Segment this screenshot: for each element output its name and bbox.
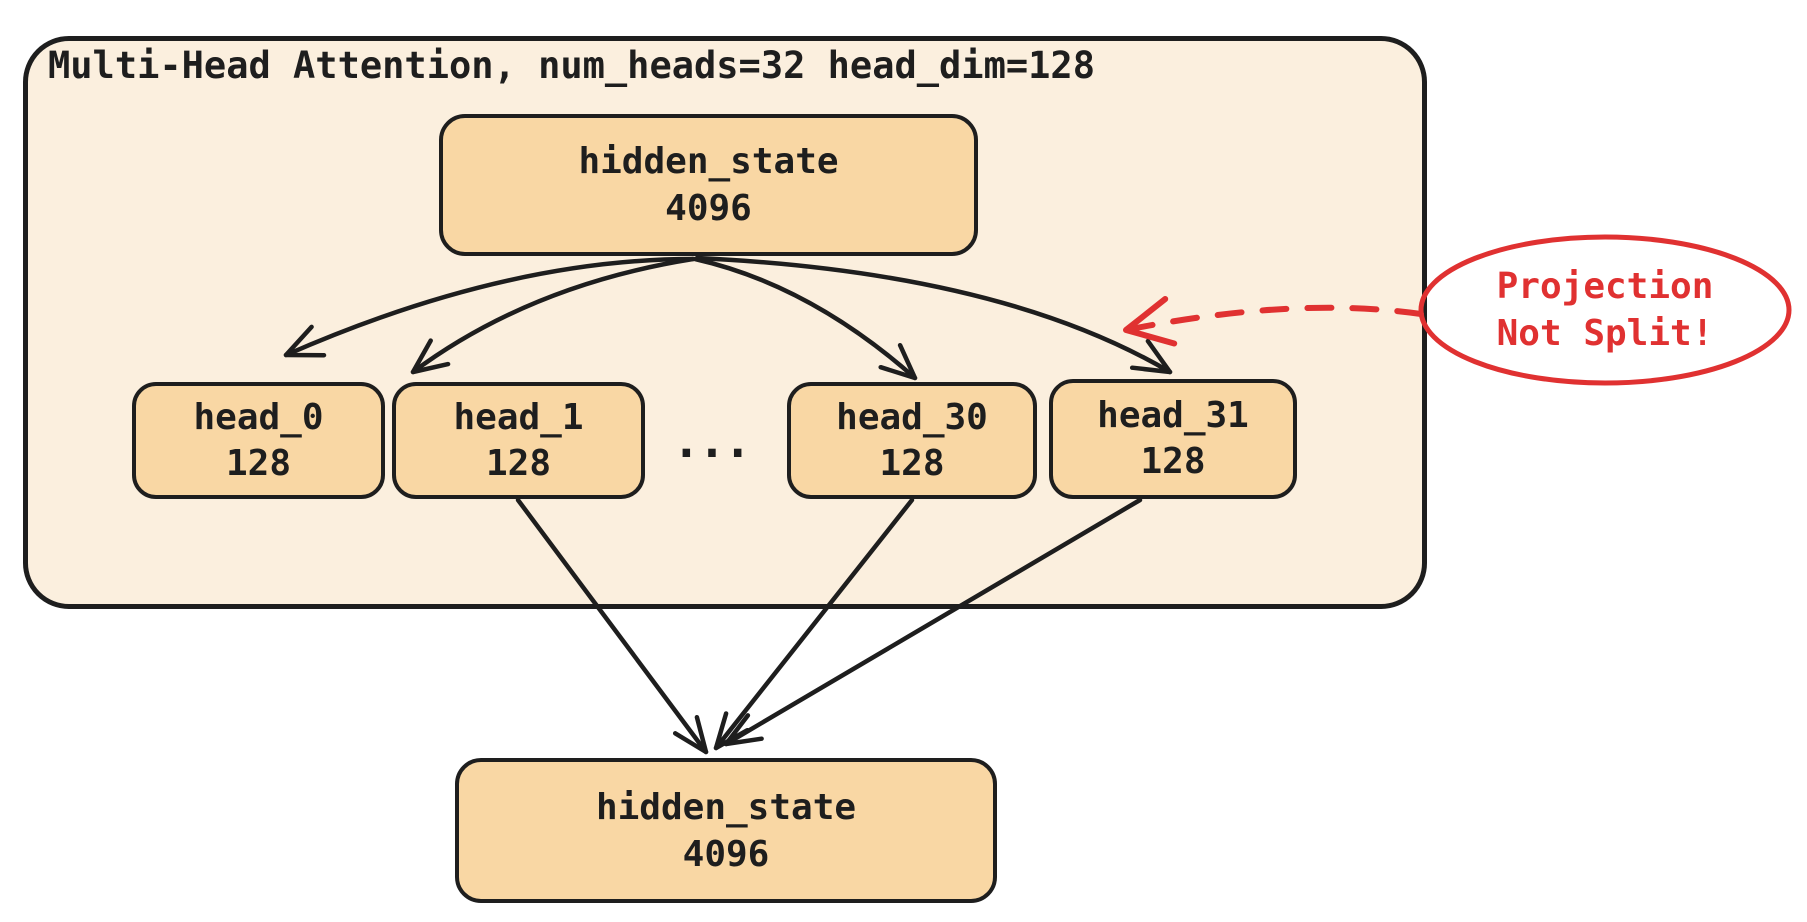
head-0-box: head_0 128: [132, 382, 385, 499]
output-box-dim: 4096: [682, 833, 770, 875]
annotation-line-2: Not Split!: [1496, 313, 1714, 354]
head-31-dim: 128: [1140, 441, 1206, 482]
head-30-box: head_30 128: [787, 382, 1037, 499]
head-0-label: head_0: [193, 396, 324, 438]
head-1-box: head_1 128: [392, 382, 645, 499]
container-title: Multi-Head Attention, num_heads=32 head_…: [48, 44, 1095, 87]
ellipsis-dots: ...: [672, 414, 751, 468]
head-31-label: head_31: [1097, 395, 1249, 436]
output-box-label: hidden_state: [595, 786, 857, 828]
input-box-dim: 4096: [665, 188, 752, 229]
head-0-dim: 128: [225, 442, 292, 484]
head-1-dim: 128: [485, 442, 552, 484]
head-30-label: head_30: [836, 396, 988, 438]
annotation-label: Projection Not Split!: [1405, 263, 1805, 357]
output-hidden-state-box: hidden_state 4096: [455, 758, 997, 903]
arrow-group: [283, 255, 1424, 755]
head-30-dim: 128: [879, 442, 945, 484]
input-box-label: hidden_state: [578, 141, 839, 182]
head-1-label: head_1: [453, 396, 584, 438]
head-31-box: head_31 128: [1049, 379, 1297, 499]
input-hidden-state-box: hidden_state 4096: [439, 114, 978, 256]
annotation-ellipse: [1418, 234, 1792, 386]
annotation-line-1: Projection: [1496, 266, 1714, 307]
